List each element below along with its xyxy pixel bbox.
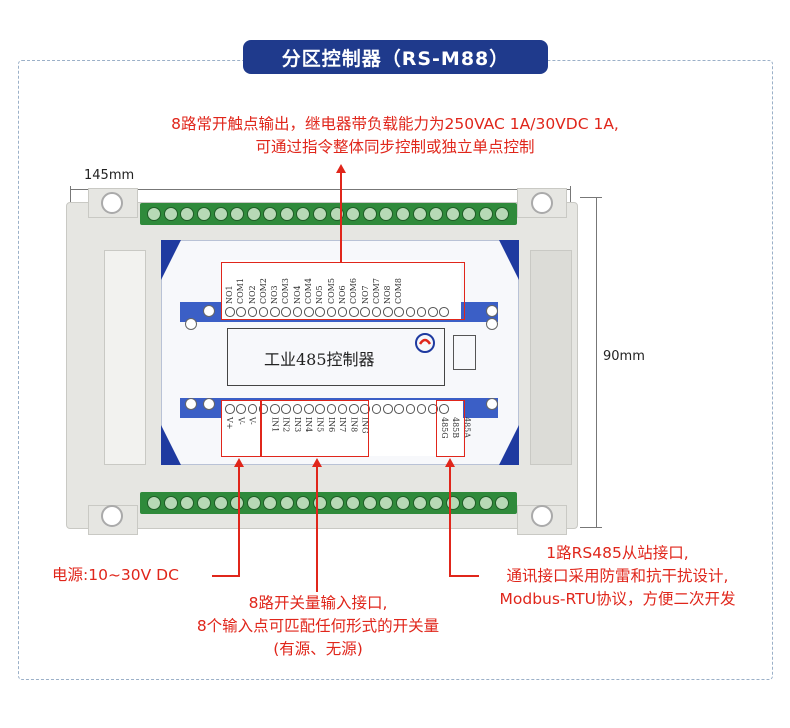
screw-bl	[203, 398, 215, 410]
screw-l2	[185, 398, 197, 410]
dim-left-tick	[70, 186, 71, 216]
rs485-highlight	[436, 400, 465, 457]
label-vplus: V+	[225, 417, 235, 430]
mount-hole-tr	[531, 192, 553, 214]
power-callout-arrow	[234, 458, 244, 467]
width-label: 145mm	[84, 168, 135, 183]
top-pin-row	[225, 307, 451, 317]
mount-hole-br	[531, 505, 553, 527]
top-caption-line2: 可通过指令整体同步控制或独立单点控制	[255, 138, 535, 156]
input-callout-line	[316, 466, 318, 592]
label-485b: 485B	[451, 417, 461, 439]
rs485-caption-line3: Modbus-RTU协议，方便二次开发	[499, 590, 736, 608]
label-485g: 485G	[439, 417, 449, 439]
top-caption-line1: 8路常开触点输出，继电器带负载能力为250VAC 1A/30VDC 1A,	[171, 115, 619, 133]
label-in1: IN1	[270, 417, 280, 433]
rs485-caption-line2: 通讯接口采用防雷和抗干扰设计,	[506, 567, 729, 585]
label-in5: IN5	[315, 417, 325, 433]
screw-r1	[486, 318, 498, 330]
panel-corner-tl	[161, 240, 181, 280]
label-in3: IN3	[292, 417, 302, 433]
status-window	[453, 335, 476, 370]
bottom-terminal-block	[140, 492, 517, 514]
rs485-caption-line1: 1路RS485从站接口,	[546, 544, 689, 562]
label-in8: IN8	[349, 417, 359, 433]
label-in2: IN2	[281, 417, 291, 433]
screw-br	[486, 398, 498, 410]
label-blank-5	[405, 417, 416, 453]
label-blank-3	[382, 417, 393, 453]
label-in6: IN6	[326, 417, 336, 433]
rs485-callout-line	[449, 466, 451, 576]
device-name: 工业485控制器	[264, 350, 375, 369]
label-blank-2	[371, 417, 382, 453]
power-callout-line	[238, 466, 240, 576]
top-terminal-block	[140, 203, 517, 225]
dim-top-tick	[580, 197, 602, 198]
input-caption-line1: 8路开关量输入接口,	[248, 594, 388, 612]
panel-corner-br	[499, 425, 519, 465]
relay-output-highlight	[221, 262, 465, 320]
panel-corner-tr	[499, 240, 519, 280]
label-in4: IN4	[304, 417, 314, 433]
rs485-callout-hline	[449, 575, 479, 577]
dim-right-tick	[570, 186, 571, 216]
input-callout-arrow	[312, 458, 322, 467]
label-vminus-2: V-	[247, 417, 257, 425]
dim-height-line	[596, 197, 597, 527]
dim-width-line	[70, 189, 570, 190]
bottom-pin-row	[225, 404, 451, 414]
label-vminus-1: V-	[236, 417, 246, 425]
label-in7: IN7	[338, 417, 348, 433]
input-caption-line2: 8个输入点可匹配任何形式的开关量	[196, 617, 440, 635]
power-caption: 电源:10~30V DC	[52, 566, 179, 584]
screw-tr	[486, 305, 498, 317]
relay-callout-line	[340, 172, 342, 262]
power-highlight	[221, 400, 261, 457]
mount-hole-tl	[101, 192, 123, 214]
title-text: 分区控制器（RS-M88）	[281, 47, 510, 70]
height-label: 90mm	[603, 349, 645, 364]
screw-l1	[185, 318, 197, 330]
label-blank-4	[393, 417, 404, 453]
bottom-terminal-labels: V+ V- V- IN1 IN2 IN3 IN4 IN5 IN6 IN7 IN8…	[224, 417, 473, 453]
label-ing: ING	[360, 417, 370, 434]
rs485-callout-arrow	[445, 458, 455, 467]
mount-hole-bl	[101, 505, 123, 527]
label-blank-6	[416, 417, 427, 453]
brand-logo-icon	[415, 333, 435, 353]
screw-tl	[203, 305, 215, 317]
relay-callout-arrow	[336, 164, 346, 173]
page-title: 分区控制器（RS-M88）	[243, 40, 548, 74]
input-highlight	[261, 400, 369, 457]
device-name-plate	[227, 328, 445, 386]
input-caption-line3: (有源、无源)	[273, 640, 363, 658]
label-485a: 485A	[462, 417, 472, 439]
power-callout-hline	[212, 575, 240, 577]
panel-corner-bl	[161, 425, 181, 465]
side-label-plate	[104, 250, 146, 465]
dim-bottom-tick	[580, 527, 602, 528]
side-clip	[530, 250, 572, 465]
